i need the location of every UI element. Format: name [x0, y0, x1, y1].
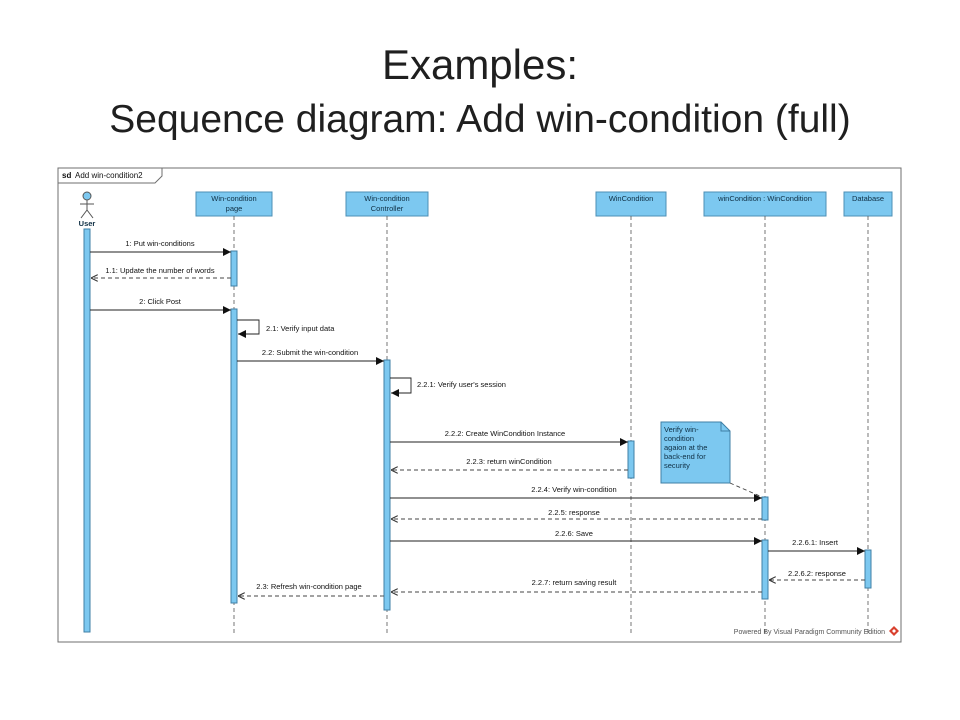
message-m2-2: 2.2: Submit the win-condition [237, 348, 384, 366]
page-activation-1 [230, 250, 238, 287]
message-m1-1: 1.1: Update the number of words [91, 266, 231, 278]
message-label: 2.2.3: return winCondition [466, 457, 551, 466]
lifeline-head-database: Database [843, 191, 893, 217]
lifeline-controller-line2: Controller [371, 204, 404, 213]
note-line-5: security [664, 461, 690, 470]
message-m2-2-1-self: 2.2.1: Verify user's session [390, 377, 506, 398]
message-label: 2.3: Refresh win-condition page [256, 582, 361, 591]
message-m2-2-5: 2.2.5: response [391, 508, 762, 519]
lifeline-controller-line1: Win-condition [364, 194, 409, 203]
message-m2-1-self: 2.1: Verify input data [237, 319, 335, 339]
lifeline-head-instance: winCondition : WinCondition [703, 191, 827, 217]
footer-text: Powered By Visual Paradigm Community Edi… [734, 629, 885, 636]
message-m2-2-7: 2.2.7: return saving result [391, 578, 762, 592]
actor-label: User [79, 219, 96, 228]
page-activation-2 [230, 308, 238, 604]
message-m2-2-4: 2.2.4: Verify win-condition [390, 485, 762, 503]
message-label: 2: Click Post [139, 297, 182, 306]
lifeline-database-line1: Database [852, 194, 884, 203]
lifeline-head-wincondition: WinCondition [595, 191, 667, 217]
frame-name: Add win-condition2 [75, 171, 143, 180]
message-m2-2-6-1: 2.2.6.1: Insert [768, 538, 865, 556]
message-label: 2.2.6.2: response [788, 569, 846, 578]
instance-activation-2 [761, 539, 769, 600]
message-label: 2.2.7: return saving result [532, 578, 618, 587]
lifeline-page-line1: Win-condition [211, 194, 256, 203]
message-label: 1.1: Update the number of words [105, 266, 214, 275]
controller-activation [383, 359, 391, 611]
note-line-4: back-end for [664, 452, 706, 461]
message-label: 1: Put win-conditions [125, 239, 194, 248]
diagram-frame [57, 167, 902, 643]
message-label: 2.2.6: Save [555, 529, 593, 538]
message-label: 2.2.2: Create WinCondition Instance [445, 429, 565, 438]
message-m2-2-2: 2.2.2: Create WinCondition Instance [390, 429, 628, 447]
message-m2-2-6-2: 2.2.6.2: response [769, 569, 865, 580]
message-label: 2.2.1: Verify user's session [417, 380, 506, 389]
note: Verify win- condition agaion at the back… [660, 421, 763, 498]
slide-subtitle: Sequence diagram: Add win-condition (ful… [109, 98, 851, 141]
actor-user: User [79, 191, 96, 228]
database-activation [864, 549, 872, 589]
message-m2-2-6: 2.2.6: Save [390, 529, 762, 546]
message-m2-3: 2.3: Refresh win-condition page [238, 582, 384, 596]
message-m1: 1: Put win-conditions [90, 239, 231, 257]
frame-tag [57, 167, 163, 184]
message-m2: 2: Click Post [90, 297, 231, 315]
visual-paradigm-logo-icon [889, 626, 899, 636]
message-label: 2.2: Submit the win-condition [262, 348, 358, 357]
lifeline-wincondition-line1: WinCondition [609, 194, 654, 203]
note-anchor [729, 482, 763, 498]
lifeline-head-page: Win-condition page [195, 191, 273, 217]
actor-head [82, 191, 92, 201]
message-label: 2.2.4: Verify win-condition [531, 485, 616, 494]
instance-activation-1 [761, 496, 769, 521]
wincondition-activation [627, 440, 635, 479]
note-line-3: agaion at the [664, 443, 707, 452]
message-label: 2.2.6.1: Insert [792, 538, 839, 547]
slide-title: Examples: [381, 41, 579, 88]
message-label: 2.2.5: response [548, 508, 600, 517]
lifeline-head-controller: Win-condition Controller [345, 191, 429, 217]
lifeline-instance-line1: winCondition : WinCondition [717, 194, 812, 203]
message-m2-2-3: 2.2.3: return winCondition [391, 457, 628, 470]
lifeline-page-line2: page [226, 204, 243, 213]
message-label: 2.1: Verify input data [266, 324, 335, 333]
note-line-2: condition [664, 434, 694, 443]
note-line-1: Verify win- [664, 425, 699, 434]
user-activation [83, 228, 91, 633]
frame-kind: sd [62, 171, 71, 180]
